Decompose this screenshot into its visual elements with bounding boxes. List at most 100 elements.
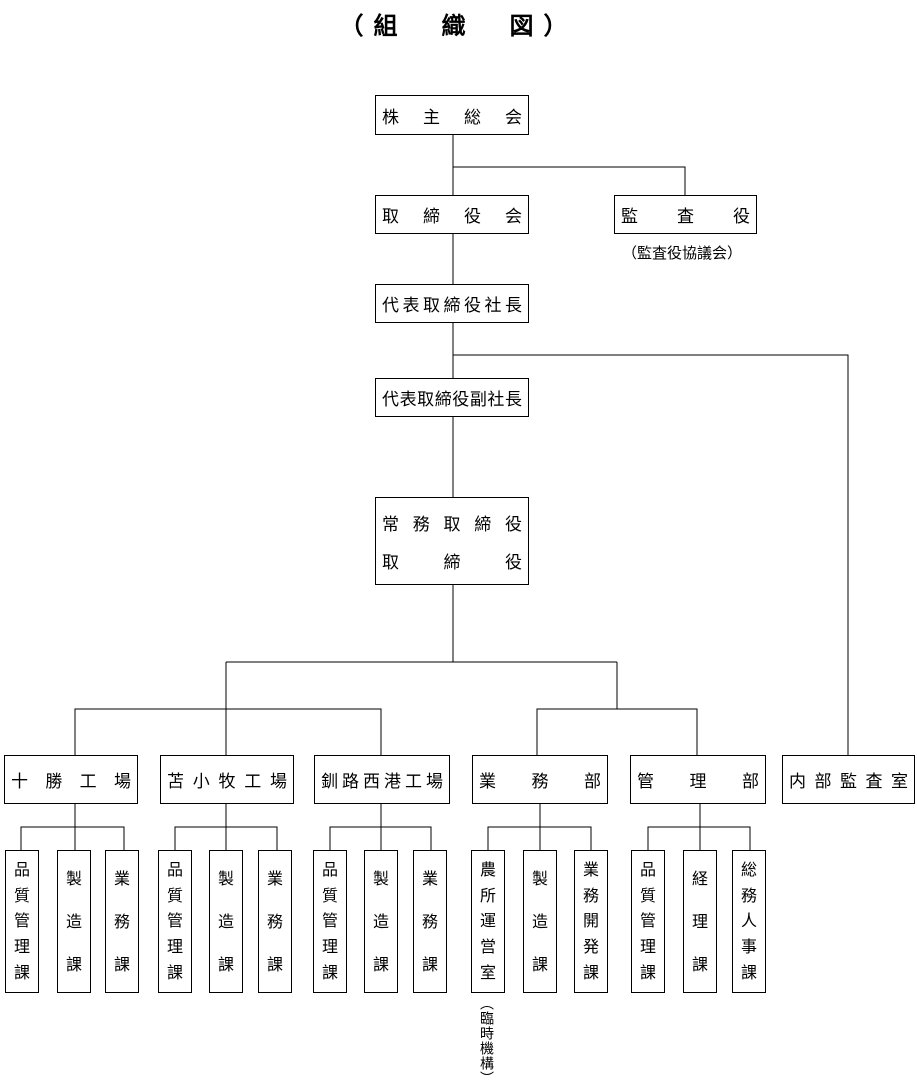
label-char: 務: [113, 911, 130, 931]
label-char: 内: [789, 772, 806, 792]
label-char: 理: [166, 937, 183, 957]
label-char: 総: [464, 107, 481, 128]
label-char: 路: [342, 772, 359, 792]
section-box: 農所運営室: [471, 850, 505, 993]
label-char: 業: [421, 868, 438, 888]
section-box: 総務人事課: [732, 850, 766, 993]
directors-box: 常務取締役 取締役: [375, 497, 529, 585]
division-kushiro-nishiko-plant: 釧路西港工場: [314, 755, 450, 804]
label-char: 課: [740, 963, 757, 983]
label-char: 苫: [167, 772, 184, 792]
section-box: 業務課: [413, 850, 447, 993]
label-char: 品: [321, 859, 338, 879]
division-tomakomai-plant: 苫小牧工場: [160, 755, 294, 804]
label-char: 査: [865, 772, 883, 792]
label-char: 締: [474, 514, 492, 535]
label-char: 課: [166, 963, 183, 983]
label-char: 主: [423, 107, 440, 128]
vice-president-box: 代表取締役副社長: [375, 378, 529, 417]
label-char: 課: [13, 963, 30, 983]
label-char: 製: [372, 868, 389, 888]
label-char: 締: [443, 552, 461, 573]
section-box: 製造課: [57, 850, 91, 993]
label-char: 務: [421, 911, 438, 931]
label-char: 造: [372, 911, 389, 931]
label-char: 部: [742, 772, 759, 792]
label-char: 課: [531, 954, 548, 974]
label-char: 課: [691, 954, 708, 974]
label-char: 製: [65, 868, 82, 888]
label-char: 場: [113, 772, 131, 792]
label-char: 管: [637, 772, 654, 792]
label-char: 管: [639, 911, 656, 931]
label-char: 査: [677, 207, 694, 227]
label-char: 小: [192, 772, 210, 792]
label-char: 課: [217, 954, 234, 974]
label-char: 運: [479, 911, 496, 931]
section-box: 業務開発課: [574, 850, 608, 993]
division-admin-dept: 管理部: [630, 755, 766, 804]
label-char: 務: [266, 911, 283, 931]
label-char: 理: [689, 772, 707, 792]
label-char: 役: [464, 296, 481, 316]
label-char: 役: [452, 390, 470, 410]
label-char: 監: [621, 207, 638, 227]
label-char: 所: [479, 885, 496, 905]
division-business-dept: 業務部: [472, 755, 608, 804]
label-char: 役: [505, 514, 522, 535]
label-char: 役: [733, 207, 750, 227]
label-char: 役: [505, 552, 522, 573]
label-char: 管: [166, 911, 183, 931]
president-box: 代表取締役社長: [375, 284, 529, 323]
section-box: 品質管理課: [5, 850, 39, 993]
label-char: 会: [505, 207, 522, 227]
label-char: 副: [469, 390, 487, 410]
label-char: 農: [479, 859, 496, 879]
label-char: 造: [65, 911, 82, 931]
director-row: 取締役: [382, 541, 522, 579]
label-char: 造: [217, 911, 234, 931]
label-char: 管: [321, 911, 338, 931]
label-char: 質: [13, 885, 30, 905]
label-char: 常: [382, 514, 399, 535]
label-char: 西: [363, 772, 380, 792]
label-char: 牧: [218, 772, 236, 792]
label-char: 長: [505, 296, 522, 316]
auditor-box: 監査役: [614, 195, 757, 234]
label-char: 総: [740, 859, 757, 879]
label-char: 株: [382, 107, 399, 128]
label-char: 取: [423, 296, 440, 316]
label-char: 長: [504, 390, 522, 410]
label-char: 勝: [45, 772, 63, 792]
label-char: 工: [244, 772, 262, 792]
board-box: 取締役会: [375, 195, 529, 234]
label-char: 締: [434, 390, 452, 410]
section-box: 品質管理課: [158, 850, 192, 993]
label-char: 取: [382, 207, 399, 227]
label-char: 代: [382, 390, 399, 410]
label-char: 場: [426, 772, 443, 792]
label-char: 課: [266, 954, 283, 974]
label-char: 理: [321, 937, 338, 957]
label-char: 理: [13, 937, 30, 957]
label-char: 業: [113, 868, 130, 888]
label-char: 理: [691, 911, 708, 931]
label-char: 部: [584, 772, 601, 792]
label-char: 課: [582, 963, 599, 983]
label-char: 室: [479, 963, 496, 983]
label-char: 管: [13, 911, 30, 931]
section-box: 経理課: [683, 850, 717, 993]
page-title: （組 織 図）: [339, 12, 578, 40]
label-char: 取: [382, 552, 399, 573]
label-char: 取: [443, 514, 461, 535]
label-char: 工: [79, 772, 97, 792]
division-tokachi-plant: 十勝工場: [4, 755, 138, 804]
label-char: 工: [405, 772, 422, 792]
label-char: 部: [814, 772, 832, 792]
label-char: 社: [487, 390, 505, 410]
label-char: 発: [582, 937, 599, 957]
label-char: 課: [113, 954, 130, 974]
section-box: 業務課: [105, 850, 139, 993]
section-box: 品質管理課: [631, 850, 665, 993]
